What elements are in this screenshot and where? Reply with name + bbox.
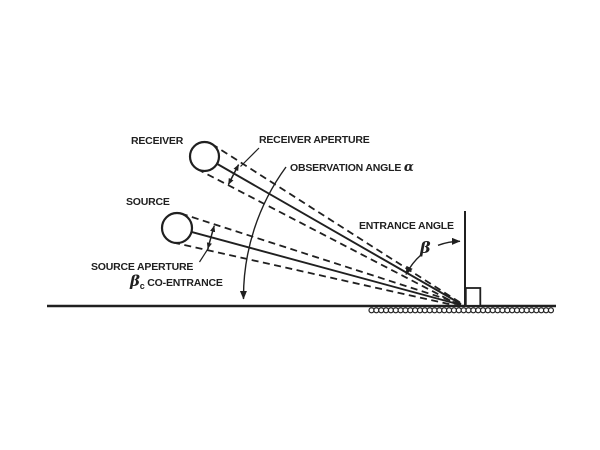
source-label: SOURCE [126,196,170,208]
sample-box [464,287,482,307]
beta-c-subscript: c [139,281,145,291]
ground-hatch-circle [446,307,453,314]
receiver-aperture-dimension-lower [227,174,235,185]
ground-hatch-circle [441,307,448,314]
receiver-axis-line [216,162,462,305]
source-aperture-leader-line [198,247,210,263]
co-entrance-text: CO-ENTRANCE [147,277,223,289]
ground-hatch-circle [412,307,419,314]
source-aperture-dimension-upper [210,225,216,238]
ground-hatch-circle [484,307,491,314]
beta-symbol: β [420,238,431,257]
observation-angle-text: OBSERVATION ANGLE [290,162,402,174]
ground-hatch-circle [494,307,501,314]
source-circle [160,211,194,245]
receiver-aperture-edge-lower [196,168,461,307]
source-aperture-edge-lower [172,241,461,308]
source-aperture-dimension-lower [206,236,212,250]
ground-hatch-circle [470,307,477,314]
ground-hatch-circle [421,307,428,314]
observation-co-entrance-arc [239,166,287,300]
ground-hatch-circle [455,307,462,314]
ground-hatch [368,307,555,314]
ground-hatch-circle [387,307,394,314]
ground-hatch-circle [416,307,424,314]
co-entrance-label: βc CO-ENTRANCE [130,274,223,291]
receiver-circle [188,140,221,173]
ground-hatch-circle [547,307,555,314]
ground-hatch-circle [479,307,487,314]
ground-hatch-circle [397,307,404,314]
entrance-angle-label: ENTRANCE ANGLE [359,220,454,232]
ground-hatch-circle [460,307,467,314]
ground-hatch-circle [465,307,472,314]
entrance-angle-arc-upper [437,237,461,246]
receiver-aperture-label: RECEIVER APERTURE [259,134,370,146]
ground-hatch-circle [489,307,496,314]
ground-hatch-circle [368,307,375,314]
source-aperture-edge-upper [180,212,461,305]
source-axis-line [191,230,462,306]
alpha-symbol: α [403,160,414,175]
receiver-label: RECEIVER [131,135,184,147]
observation-angle-label: OBSERVATION ANGLE α [290,161,414,174]
entrance-angle-arc-lower [405,253,422,275]
ground-hatch-circle [382,307,390,314]
source-aperture-label: SOURCE APERTURE [91,261,194,273]
receiver-aperture-dimension-upper [232,164,240,175]
receiver-aperture-leader-line [240,147,260,167]
ground-hatch-circle [392,307,399,314]
ground-hatch-circle [504,307,511,314]
ground-hatch-circle [518,307,525,314]
ground-hatch-circle [431,307,438,314]
beta-c-symbol: β [130,272,140,290]
ground-hatch-circle [542,307,550,314]
ground-hatch-circle [528,307,535,314]
ground-hatch-circle [407,307,414,314]
receiver-aperture-edge-upper [211,143,461,304]
ground-hatch-circle [373,307,380,314]
ground-hatch-circle [436,307,443,314]
